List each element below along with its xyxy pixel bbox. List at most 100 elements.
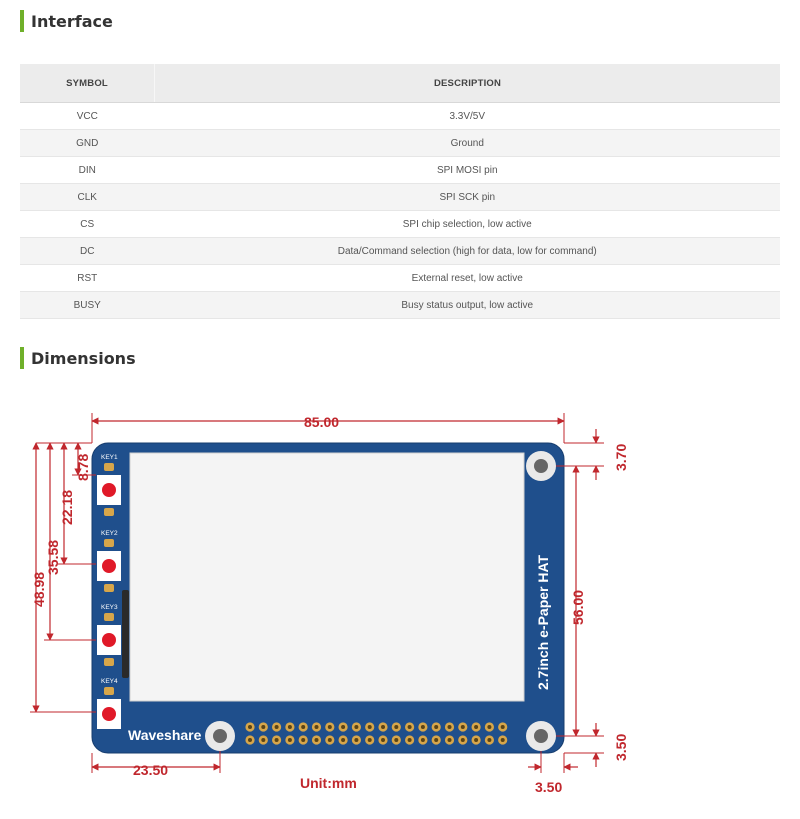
- fpc-connector: [122, 590, 129, 678]
- column-header-description: DESCRIPTION: [154, 64, 780, 103]
- key-4: KEY4: [97, 678, 121, 729]
- header-pin-hole: [341, 725, 346, 729]
- pin-symbol: DC: [20, 237, 155, 265]
- header-pin-hole: [487, 725, 492, 729]
- interface-table: SYMBOL DESCRIPTION VCC 3.3V/5V GND Groun…: [20, 64, 780, 319]
- pin-description: SPI MOSI pin: [154, 156, 780, 184]
- pin-symbol: GND: [20, 129, 155, 157]
- header-pin-hole: [474, 738, 479, 742]
- mounting-hole: [205, 721, 235, 751]
- pin-symbol: VCC: [20, 102, 155, 130]
- header-pin-hole: [314, 725, 319, 729]
- header-pin-hole: [460, 738, 465, 742]
- header-pin-hole: [394, 738, 399, 742]
- dim-hole-bottom-label: 3.50: [613, 734, 629, 761]
- dim-hole-side-label: 3.50: [535, 779, 562, 795]
- header-pin-hole: [274, 725, 279, 729]
- dim-key1-label: 8.78: [75, 454, 91, 481]
- header-pin-hole: [261, 738, 266, 742]
- header-pin-hole: [434, 725, 439, 729]
- header-pin-hole: [248, 738, 252, 742]
- header-pin-hole: [474, 725, 479, 729]
- header-pin-hole: [301, 725, 306, 729]
- table-header-row: SYMBOL DESCRIPTION: [20, 64, 780, 103]
- pin-description: SPI SCK pin: [154, 183, 780, 211]
- pin-symbol: BUSY: [20, 291, 155, 319]
- pin-description: External reset, low active: [154, 264, 780, 292]
- header-pin-hole: [354, 738, 359, 742]
- board-model: 2.7inch e-Paper HAT: [535, 554, 551, 690]
- pin-symbol: CLK: [20, 183, 155, 211]
- pin-symbol: DIN: [20, 156, 155, 184]
- dim-hole-bottom: 3.50: [556, 723, 629, 767]
- dim-key-offsets: 8.78 22.18 35.58 48.98: [30, 442, 96, 713]
- header-pin-hole: [327, 725, 332, 729]
- header-pin-hole: [407, 738, 412, 742]
- dimensions-heading: Dimensions: [20, 347, 136, 369]
- gpio-header: [245, 722, 508, 745]
- interface-heading: Interface: [20, 10, 113, 32]
- epaper-screen: [129, 452, 525, 702]
- header-pin-hole: [447, 725, 452, 729]
- table-row: CLK SPI SCK pin: [20, 183, 780, 211]
- header-pin-hole: [447, 738, 452, 742]
- table-row: VCC 3.3V/5V: [20, 102, 780, 130]
- pin-description: 3.3V/5V: [154, 102, 780, 130]
- table-row: CS SPI chip selection, low active: [20, 210, 780, 238]
- dim-hole-top-label: 3.70: [613, 444, 629, 471]
- header-pin-hole: [500, 725, 505, 729]
- header-pin-hole: [367, 725, 372, 729]
- pin-description: SPI chip selection, low active: [154, 210, 780, 238]
- header-pin-hole: [301, 738, 306, 742]
- accent-bar: [20, 347, 24, 369]
- header-pin-hole: [314, 738, 319, 742]
- dim-hole-spacing-label: 56.00: [570, 590, 586, 625]
- dimension-drawing: KEY1 KEY2 KEY3 KEY4 Waveshare: [30, 413, 629, 795]
- pin-description: Data/Command selection (high for data, l…: [154, 237, 780, 265]
- interface-title: Interface: [31, 11, 113, 31]
- pin-symbol: RST: [20, 264, 155, 292]
- header-pin-hole: [354, 725, 359, 729]
- header-pin-hole: [500, 738, 505, 742]
- header-pin-hole: [287, 725, 292, 729]
- header-pin-hole: [287, 738, 292, 742]
- header-pin-hole: [341, 738, 346, 742]
- key-label: KEY1: [101, 454, 118, 461]
- header-pin-hole: [487, 738, 492, 742]
- key-label: KEY2: [101, 530, 118, 537]
- dim-key3-label: 35.58: [45, 540, 61, 575]
- header-pin-hole: [274, 738, 279, 742]
- dim-hole-left-label: 23.50: [133, 762, 168, 778]
- mounting-hole: [526, 721, 556, 751]
- key-label: KEY3: [101, 604, 118, 611]
- mounting-hole: [526, 451, 556, 481]
- key-2: KEY2: [97, 530, 121, 592]
- dim-key2-label: 22.18: [59, 490, 75, 525]
- header-pin-hole: [261, 725, 266, 729]
- accent-bar: [20, 10, 24, 32]
- pin-description: Ground: [154, 129, 780, 157]
- table-row: DC Data/Command selection (high for data…: [20, 237, 780, 265]
- header-pin-hole: [381, 738, 385, 742]
- dim-hole-spacing: 56.00: [570, 465, 586, 737]
- header-pin-hole: [420, 738, 425, 742]
- dim-width-label: 85.00: [304, 414, 339, 430]
- table-row: GND Ground: [20, 129, 780, 157]
- column-header-symbol: SYMBOL: [20, 64, 155, 103]
- header-pin-hole: [381, 725, 385, 729]
- board-brand: Waveshare: [128, 727, 202, 743]
- dim-width: 85.00: [91, 413, 565, 443]
- pin-description: Busy status output, low active: [154, 291, 780, 319]
- header-pin-hole: [394, 725, 399, 729]
- unit-label: Unit:mm: [300, 775, 357, 791]
- dim-key4-label: 48.98: [31, 572, 47, 607]
- table-row: DIN SPI MOSI pin: [20, 156, 780, 184]
- key-3: KEY3: [97, 604, 121, 666]
- table-row: RST External reset, low active: [20, 264, 780, 292]
- key-1: KEY1: [97, 454, 121, 516]
- header-pin-hole: [460, 725, 465, 729]
- epaper-hat-board: KEY1 KEY2 KEY3 KEY4 Waveshare: [91, 442, 565, 754]
- header-pin-hole: [248, 725, 252, 729]
- table-row: BUSY Busy status output, low active: [20, 291, 780, 319]
- header-pin-hole: [367, 738, 372, 742]
